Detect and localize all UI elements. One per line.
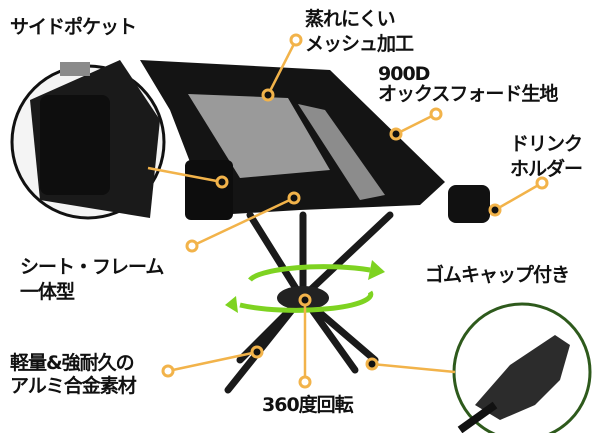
label-alloy: 軽量&強耐久の アルミ合金素材: [10, 352, 137, 398]
label-drink-line1: ドリンク: [510, 133, 583, 155]
rubber-cap-inset: [452, 302, 592, 433]
label-mesh-line2: メッシュ加工: [305, 33, 414, 55]
callout-lines: [147, 39, 543, 382]
mesh-panel: [188, 94, 330, 178]
label-side-pocket: サイドポケット: [10, 16, 137, 38]
rotation-arrow-icon: [239, 264, 374, 313]
label-rubber-cap: ゴムキャップ付き: [425, 264, 570, 286]
callout-dots: [215, 88, 502, 371]
side-pocket-inset: [10, 60, 166, 220]
arrow-head: [225, 296, 238, 313]
label-mesh: 蒸れにくい メッシュ加工: [305, 8, 414, 56]
callout-rings: [161, 33, 549, 389]
label-mesh-line1: 蒸れにくい: [305, 8, 396, 30]
label-drink-line2: ホルダー: [510, 158, 583, 180]
label-seat-line2: 一体型: [20, 281, 75, 303]
arrow-head: [368, 260, 385, 280]
label-swivel: 360度回転: [262, 394, 354, 416]
label-alloy-line1: 軽量&強耐久の: [10, 352, 135, 374]
label-drink-holder: ドリンク ホルダー: [510, 133, 583, 181]
side-pocket: [185, 160, 233, 220]
label-seat-frame: シート・フレーム 一体型: [20, 256, 164, 304]
label-alloy-line2: アルミ合金素材: [10, 375, 137, 397]
label-fabric-line2: オックスフォード生地: [378, 83, 558, 105]
label-fabric: 900D オックスフォード生地: [378, 63, 558, 105]
drink-holder: [448, 185, 490, 223]
label-seat-line1: シート・フレーム: [20, 256, 164, 278]
label-fabric-line1: 900D: [378, 63, 430, 85]
mesh-panel-2: [298, 104, 385, 200]
